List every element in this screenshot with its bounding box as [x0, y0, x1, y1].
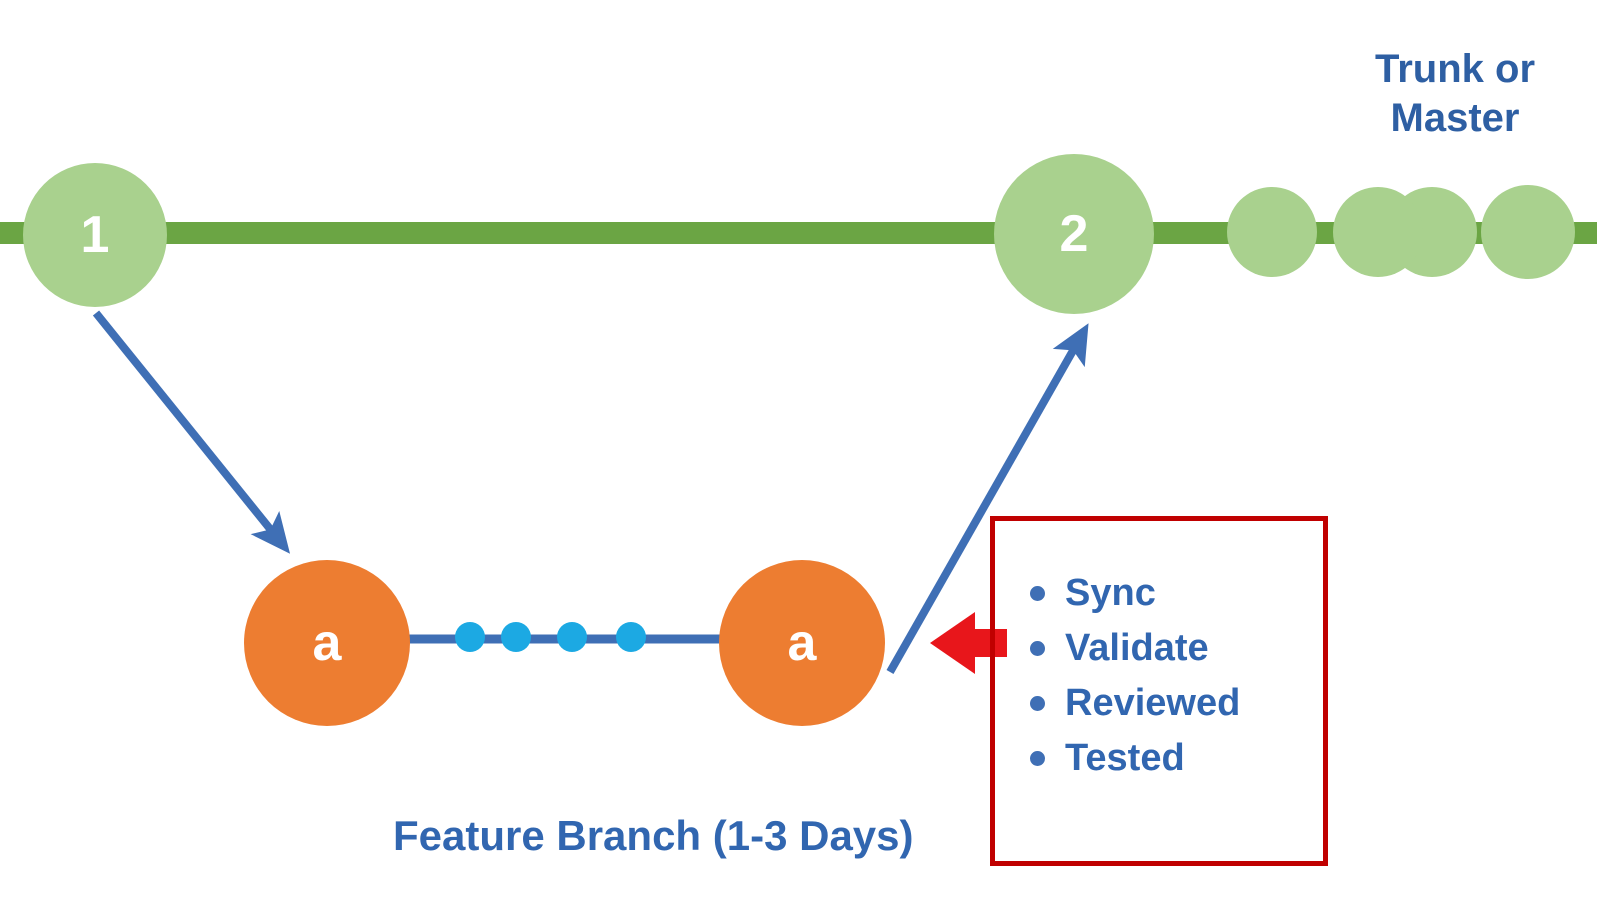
- trunk-title-label: Trunk or Master: [1374, 47, 1536, 140]
- trunk-line: [0, 222, 1597, 244]
- callout-item-label: Sync: [1065, 572, 1156, 614]
- bullet-icon: [1030, 751, 1045, 766]
- commit-dot: [557, 622, 587, 652]
- callout-list: Sync Validate Reviewed Tested: [1030, 566, 1320, 786]
- trunk-node-6: [1481, 185, 1575, 279]
- branch-commit-dots: [455, 622, 646, 652]
- arrow-branch-out: [92, 310, 291, 554]
- branch-node-a2[interactable]: [719, 560, 885, 726]
- branch-node-a1-label: a: [312, 614, 342, 672]
- trunk-node-2-label: 2: [1059, 205, 1089, 263]
- callout-item-label: Reviewed: [1065, 682, 1241, 724]
- callout-item-label: Tested: [1065, 737, 1185, 779]
- trunk-node-3: [1227, 187, 1317, 277]
- commit-dot: [501, 622, 531, 652]
- trunk-node-1[interactable]: [23, 163, 167, 307]
- commit-dot: [616, 622, 646, 652]
- branch-node-a1[interactable]: [244, 560, 410, 726]
- trunk-node-2[interactable]: [994, 154, 1154, 314]
- bullet-icon: [1030, 586, 1045, 601]
- trunk-nodes-group: [23, 154, 1575, 314]
- callout-item-validate: Validate: [1030, 621, 1320, 676]
- trunk-node-1-label: 1: [80, 206, 110, 264]
- callout-item-label: Validate: [1065, 627, 1209, 669]
- callout-item-tested: Tested: [1030, 731, 1320, 786]
- callout-item-sync: Sync: [1030, 566, 1320, 621]
- branch-nodes-group: [244, 560, 885, 726]
- bullet-icon: [1030, 696, 1045, 711]
- trunk-node-4: [1333, 187, 1423, 277]
- callout-box: [990, 516, 1328, 866]
- branch-node-a2-label: a: [787, 614, 817, 672]
- arrow-merge-in: [886, 323, 1089, 674]
- commit-dot: [455, 622, 485, 652]
- bullet-icon: [1030, 641, 1045, 656]
- feature-branch-label: Feature Branch (1-3 Days): [393, 812, 914, 859]
- callout-item-reviewed: Reviewed: [1030, 676, 1320, 731]
